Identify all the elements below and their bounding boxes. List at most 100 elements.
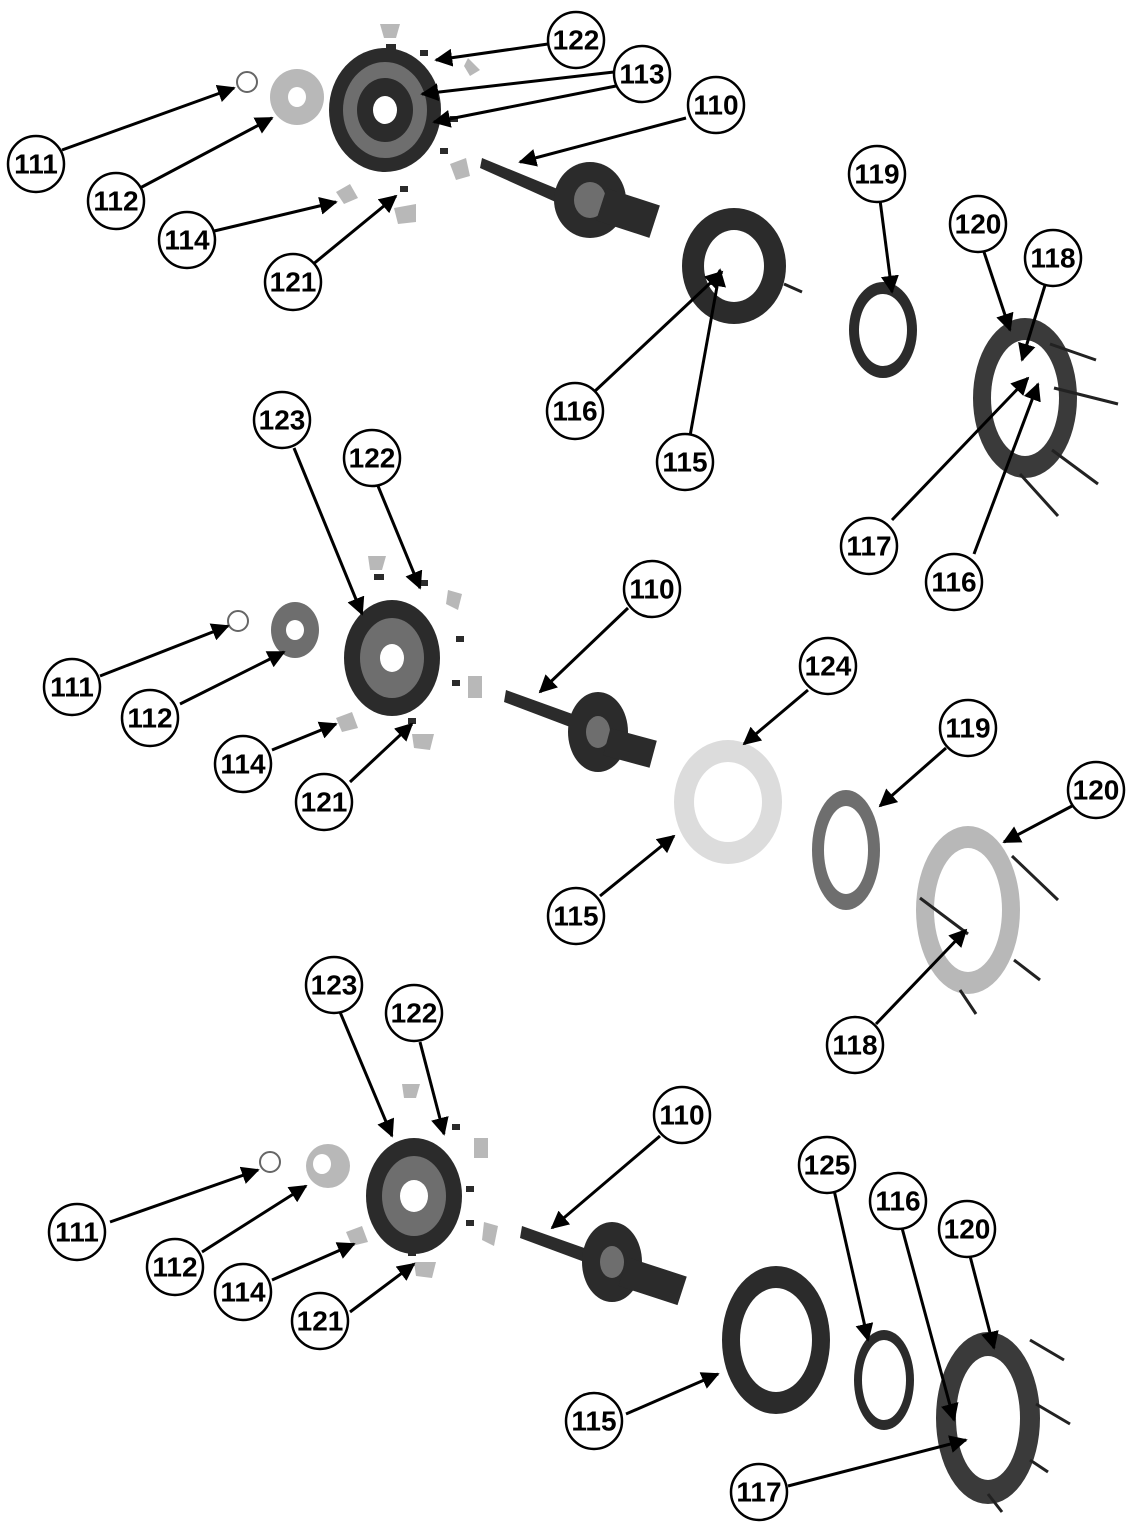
part-119-spacer <box>849 282 917 378</box>
svg-text:123: 123 <box>311 970 358 1001</box>
callout-111: 111 <box>6 134 66 194</box>
leader-g2-112 <box>179 650 286 706</box>
callout-119: 119 <box>847 144 907 204</box>
leader-g2-115 <box>599 834 676 898</box>
leader-g1-113b <box>432 84 617 128</box>
leader-g1-121 <box>305 194 398 272</box>
callout-116: 116 <box>924 552 984 612</box>
svg-text:117: 117 <box>846 531 891 562</box>
svg-text:111: 111 <box>50 672 94 703</box>
callout-121: 121 <box>294 772 354 832</box>
svg-text:122: 122 <box>553 25 600 56</box>
group-2-parts <box>227 556 1060 1015</box>
svg-text:115: 115 <box>571 1406 616 1437</box>
leader-g3-115 <box>625 1372 720 1416</box>
part-121-springs <box>408 1124 474 1256</box>
leader-g3-116 <box>900 1227 959 1422</box>
svg-text:113: 113 <box>619 59 664 90</box>
part-110-shaft-gear <box>480 158 660 238</box>
svg-text:110: 110 <box>659 1100 704 1131</box>
leader-g1-120 <box>982 251 1014 332</box>
svg-text:111: 111 <box>55 1217 99 1248</box>
part-112-washer <box>271 602 319 658</box>
leader-g1-112 <box>139 116 274 190</box>
part-124-plate <box>674 740 782 864</box>
svg-text:115: 115 <box>553 901 598 932</box>
group-1-parts <box>236 24 1119 518</box>
leader-g2-119 <box>878 746 947 808</box>
svg-text:114: 114 <box>220 749 266 780</box>
callout-113: 113 <box>612 44 672 104</box>
svg-text:119: 119 <box>945 713 990 744</box>
leader-g2-114 <box>271 721 338 752</box>
leader-g3-111 <box>109 1166 260 1224</box>
callout-123: 123 <box>304 955 364 1015</box>
leader-g2-110 <box>538 606 630 694</box>
callout-110: 110 <box>622 559 682 619</box>
callouts: 111 112 122 113 110 114 121 116 115 119 … <box>6 10 1126 1522</box>
leader-g3-122 <box>418 1041 449 1136</box>
callout-112: 112 <box>120 688 180 748</box>
callout-123: 123 <box>252 390 312 450</box>
leader-g1-116b <box>972 382 1041 555</box>
svg-text:120: 120 <box>1073 775 1120 806</box>
svg-text:117: 117 <box>736 1477 781 1508</box>
leader-g3-112 <box>201 1184 308 1254</box>
leader-g2-111 <box>99 623 230 678</box>
callout-112: 112 <box>86 171 146 231</box>
leader-g1-116a <box>592 270 724 394</box>
callout-121: 121 <box>263 252 323 312</box>
leader-g2-118 <box>874 928 968 1026</box>
callout-125: 125 <box>797 1135 857 1195</box>
callout-121: 121 <box>290 1291 350 1351</box>
part-112-washer <box>270 69 324 125</box>
svg-text:120: 120 <box>944 1214 991 1245</box>
part-120-cover <box>973 318 1119 518</box>
svg-text:118: 118 <box>1030 243 1075 274</box>
callout-120: 120 <box>1066 760 1126 820</box>
leader-g1-118 <box>1018 281 1048 362</box>
callout-124: 124 <box>798 636 858 696</box>
group-3-parts <box>259 1084 1071 1513</box>
leader-g3-117 <box>787 1435 968 1488</box>
leader-g1-110 <box>518 116 687 167</box>
callout-122: 122 <box>546 10 606 70</box>
svg-text:115: 115 <box>662 447 707 478</box>
callout-115: 115 <box>546 886 606 946</box>
part-114-shoes <box>336 556 482 750</box>
callout-111: 111 <box>42 657 102 717</box>
part-121-springs <box>374 574 464 724</box>
part-110-shaft-gear <box>520 1222 687 1306</box>
part-111-ball <box>227 610 249 632</box>
callout-119: 119 <box>938 698 998 758</box>
leader-g3-125 <box>832 1189 874 1342</box>
svg-text:116: 116 <box>931 567 976 598</box>
svg-text:112: 112 <box>152 1252 197 1283</box>
leader-g2-124 <box>742 688 809 746</box>
callout-122: 122 <box>342 428 402 488</box>
svg-text:114: 114 <box>164 225 210 256</box>
callout-110: 110 <box>652 1085 712 1145</box>
svg-text:120: 120 <box>955 209 1002 240</box>
svg-text:124: 124 <box>805 651 852 682</box>
callout-114: 114 <box>213 1262 273 1322</box>
leader-g2-120 <box>1002 804 1073 844</box>
part-119-spacer <box>812 790 880 910</box>
callout-116: 116 <box>868 1171 928 1231</box>
leader-g2-123 <box>292 447 365 616</box>
leader-g3-121 <box>349 1262 416 1314</box>
svg-text:116: 116 <box>552 396 597 427</box>
callout-116: 116 <box>545 381 605 441</box>
leader-g3-114 <box>271 1242 356 1282</box>
callout-114: 114 <box>157 210 217 270</box>
part-115-plate <box>722 1266 830 1414</box>
svg-text:112: 112 <box>127 703 172 734</box>
callout-115: 115 <box>655 432 715 492</box>
svg-text:116: 116 <box>875 1186 920 1217</box>
callout-122: 122 <box>384 983 444 1043</box>
leader-g1-111 <box>61 85 236 152</box>
part-114-shoes <box>336 24 480 224</box>
leader-g3-123 <box>338 1011 395 1138</box>
part-120-cover <box>936 1332 1071 1513</box>
